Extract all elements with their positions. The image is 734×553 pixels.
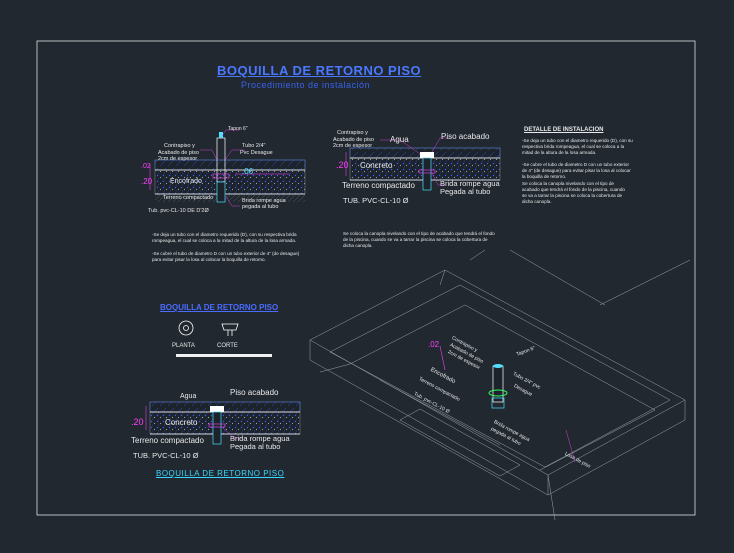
detail-acabado-section (345, 137, 501, 191)
center-note: Se coloca la canopla nivelando con el ti… (343, 231, 495, 248)
d1-dim-20: .20 (141, 177, 153, 186)
d1-terreno-label: Terreno compactado (163, 195, 214, 201)
d2-contrapiso-label: Contrapiso y (337, 130, 368, 136)
install-heading: DETALLE DE INSTALACION (524, 127, 604, 133)
d3-agua-label: Agua (180, 393, 197, 400)
d2-acabado-label: Acabado de piso (333, 137, 374, 143)
d2-terreno-label: Terreno compactado (342, 181, 415, 190)
left-note-2: -Se cubre el tubo de diametro D con un t… (152, 251, 300, 262)
d1-pvc-label: Pvc Desague (240, 150, 273, 156)
d1-contrapiso-label: Contrapiso y (164, 143, 195, 149)
d1-brida1-label: Brida rompe agua (242, 198, 286, 204)
d3-dim-20: .20 (131, 417, 144, 427)
isometric-slab-view (309, 249, 691, 521)
install-note-1: -Se deja un tubo con el diametro requeri… (522, 138, 633, 155)
d1-espesor-label: 2cm de espesor (158, 156, 198, 162)
symbol-legend (176, 320, 272, 357)
d1-brida2-label: pegada al tubo (242, 204, 279, 210)
install-note-2: -Se cubre el tubo de diametro D con un t… (522, 162, 631, 179)
subtitle: Procedimiento de instalación (241, 80, 371, 90)
main-title: BOQUILLA DE RETORNO PISO (217, 63, 422, 78)
d1-tubo-label: Tubo 2/4" (242, 143, 266, 149)
d2-piso-label: Piso acabado (441, 132, 490, 141)
d3-brida1-label: Brida rompe agua (230, 434, 290, 443)
detail-bottom-section (145, 401, 301, 445)
d3-tub-label: TUB. PVC-CL-10 Ø (133, 451, 199, 460)
d1-dim-02: .02 (141, 163, 151, 170)
d2-concreto-label: Concreto (360, 161, 393, 170)
d3-terreno-label: Terreno compactado (131, 436, 204, 445)
planta-label: PLANTA (172, 343, 195, 349)
d1-dim-06: .06 (242, 167, 254, 176)
d2-brida2-label: Pegada al tubo (440, 187, 491, 196)
d3-concreto-label: Concreto (165, 418, 198, 427)
d2-espesor-label: 2cm de espesor (333, 143, 373, 149)
left-note-1: -Se deja un tubo con el diametro requeri… (152, 232, 297, 243)
d3-piso-label: Piso acabado (230, 388, 279, 397)
d1-tapon-label: Tapon 6" (228, 126, 248, 132)
bottom-heading: BOQUILLA DE RETORNO PISO (156, 469, 285, 478)
d2-agua-label: Agua (390, 135, 409, 144)
d1-tub-label: Tub. pvc-CL-10 DE D'2Ø (148, 208, 209, 214)
d2-tub-label: TUB. PVC-CL-10 Ø (343, 196, 409, 205)
symbol-heading: BOQUILLA DE RETORNO PISO (160, 303, 279, 312)
iso-dim-02: .02 (428, 340, 440, 349)
corte-label: CORTE (217, 343, 238, 349)
d1-encofrado-label: Encofrado (170, 178, 202, 185)
d2-brida1-label: Brida rompe agua (440, 179, 500, 188)
install-note-3: Se coloca la canopla nivelando con el ti… (522, 181, 625, 204)
isometric-pipe (439, 345, 576, 463)
d2-dim-20: .20 (336, 160, 349, 170)
d1-acabado-label: Acabado de piso (158, 150, 199, 156)
d3-brida2-label: Pegada al tubo (230, 442, 281, 451)
detail-encofrado-section (149, 129, 306, 207)
sheet-border (36, 40, 696, 516)
